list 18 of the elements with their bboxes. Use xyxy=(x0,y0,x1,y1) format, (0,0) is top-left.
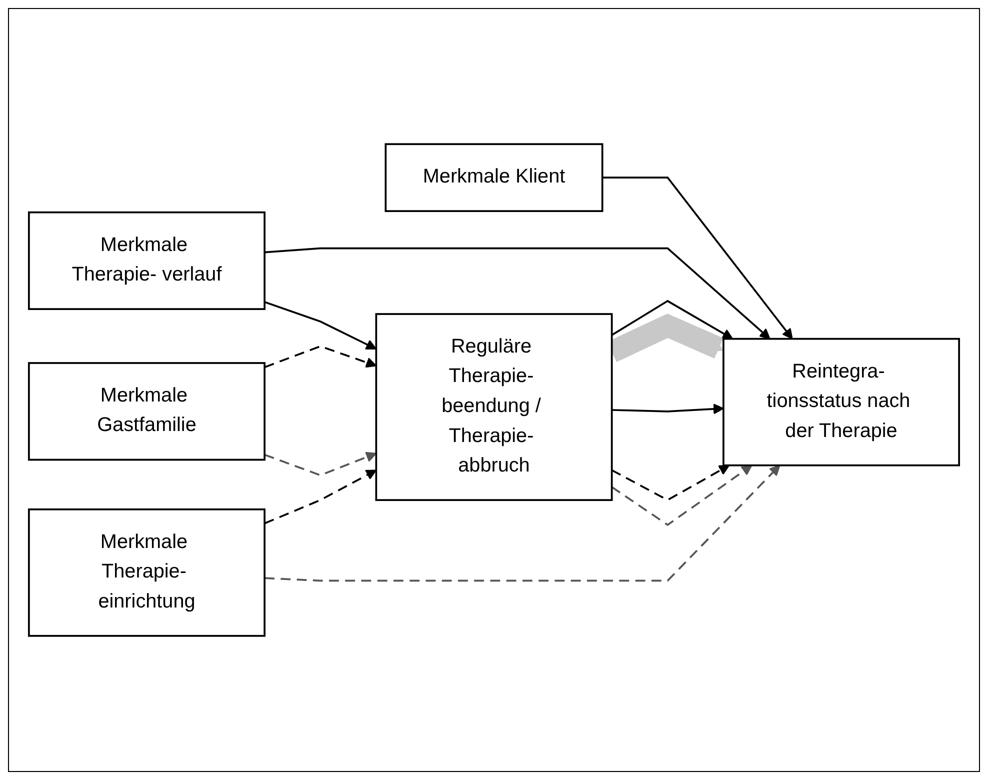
node-box xyxy=(375,313,613,501)
arrow xyxy=(264,464,780,582)
arrow xyxy=(264,452,377,476)
arrow xyxy=(264,301,377,350)
node-box xyxy=(384,143,604,212)
arrow xyxy=(612,403,724,414)
arrow xyxy=(611,464,730,502)
arrow xyxy=(602,176,793,340)
arrow xyxy=(611,300,734,340)
node-box xyxy=(28,211,266,310)
node-box xyxy=(28,508,266,637)
arrow xyxy=(611,464,752,526)
arrow xyxy=(264,345,377,368)
arrow xyxy=(264,247,770,340)
node-box xyxy=(28,362,266,461)
arrow xyxy=(264,470,377,524)
node-box xyxy=(722,338,960,466)
diagram-frame: Merkmale Klient Merkmale Therapie- verlauf Reguläre Therapie- beendung / Therapie- abbruch Reintegra- tionsstatus nach der Therapie Merkmale Gastfamilie Merkmale Therapie- einrichtung xyxy=(8,8,980,772)
